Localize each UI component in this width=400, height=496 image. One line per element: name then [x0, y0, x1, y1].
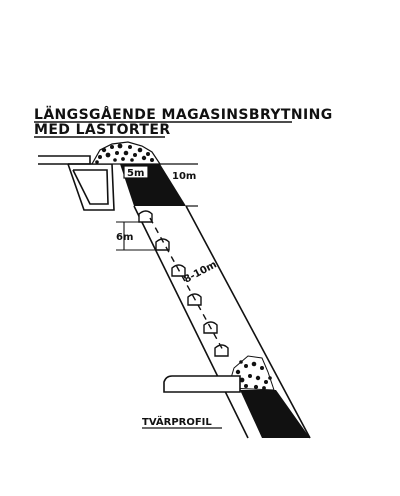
orebody-bottom	[240, 390, 310, 438]
title-line-1: LÄNGSGÅENDE MAGASINSBRYTNING	[34, 106, 333, 123]
raise-dashed-line	[149, 217, 225, 353]
drawpoint-1	[138, 210, 153, 223]
dim-top-height: 10m	[172, 171, 196, 182]
rubble-top	[90, 141, 162, 165]
dim-internal-spacing: 8-10m	[182, 259, 218, 285]
orebody-walls	[133, 205, 311, 439]
dim-10m-marker	[160, 163, 198, 207]
top-width-box	[123, 165, 149, 179]
caption-cross-profile: TVÄRPROFIL	[142, 414, 212, 428]
drawpoint-6	[214, 344, 229, 357]
title-line-2: MED LASTORTER	[34, 122, 171, 138]
dim-side-spacing: 6m	[116, 232, 133, 243]
dim-6m-marker	[116, 221, 156, 251]
orebody-top: 5m	[120, 164, 186, 206]
lower-drift	[163, 375, 241, 393]
dim-top-width: 5m	[127, 168, 144, 179]
